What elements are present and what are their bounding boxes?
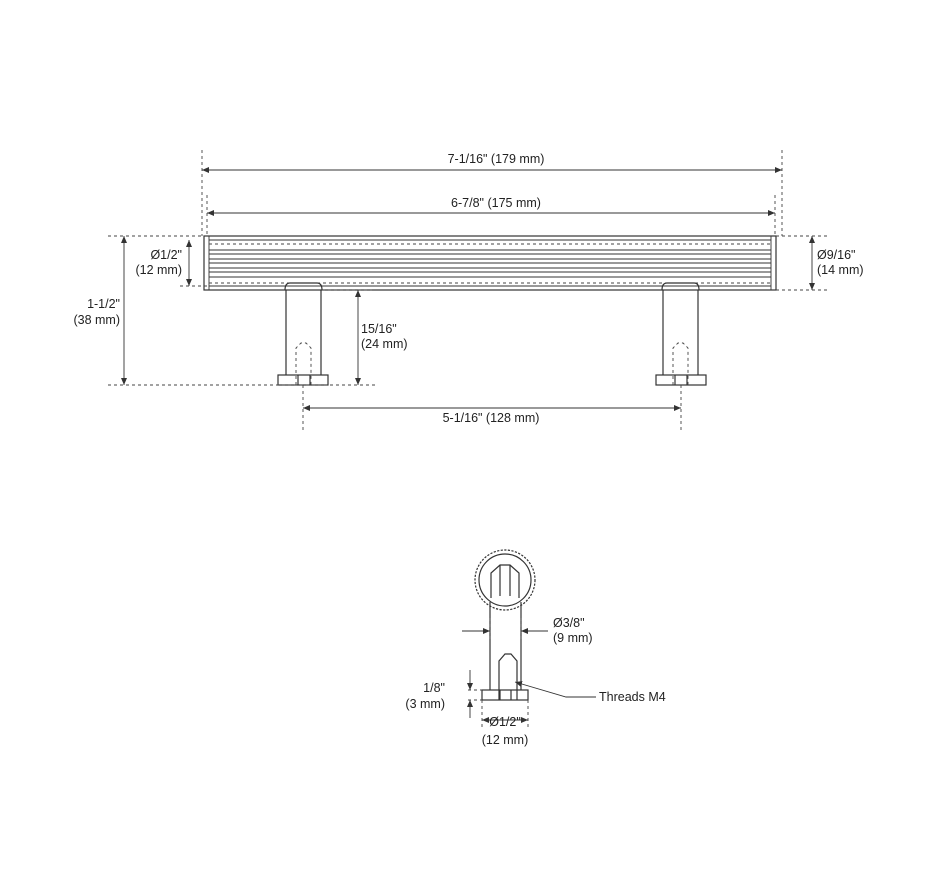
- overall-length-label: 7-1/16" (179 mm): [448, 152, 545, 166]
- base-diameter-inch-label: Ø1/2": [489, 715, 521, 729]
- post-height-inch-label: 15/16": [361, 322, 397, 336]
- threads-leader-line: [514, 681, 596, 698]
- total-height-inch-label: 1-1/2": [87, 297, 120, 311]
- bar-end-section: [474, 549, 536, 611]
- base-diameter-mm-label: (12 mm): [482, 733, 529, 747]
- end-diameter-inch-label: Ø1/2": [150, 248, 182, 262]
- center-diameter-mm-label: (14 mm): [817, 263, 864, 277]
- post-diameter-mm-label: (9 mm): [553, 631, 593, 645]
- left-post: [277, 282, 329, 386]
- side-post: [481, 602, 529, 701]
- side-view: Ø3/8" (9 mm) 1/8" (3 mm) Threads M4 Ø1/2…: [405, 549, 666, 747]
- center-diameter-inch-label: Ø9/16": [817, 248, 856, 262]
- threads-label: Threads M4: [599, 690, 666, 704]
- front-view: 7-1/16" (179 mm) 6-7/8" (175 mm) Ø1/2" (…: [73, 150, 864, 430]
- post-height-mm-label: (24 mm): [361, 337, 408, 351]
- handle-bar: [203, 235, 777, 291]
- end-diameter-mm-label: (12 mm): [135, 263, 182, 277]
- right-post: [655, 282, 707, 386]
- bar-length-label: 6-7/8" (175 mm): [451, 196, 541, 210]
- base-thickness-inch-label: 1/8": [423, 681, 445, 695]
- post-diameter-inch-label: Ø3/8": [553, 616, 585, 630]
- center-to-center-label: 5-1/16" (128 mm): [443, 411, 540, 425]
- total-height-mm-label: (38 mm): [73, 313, 120, 327]
- base-thickness-mm-label: (3 mm): [405, 697, 445, 711]
